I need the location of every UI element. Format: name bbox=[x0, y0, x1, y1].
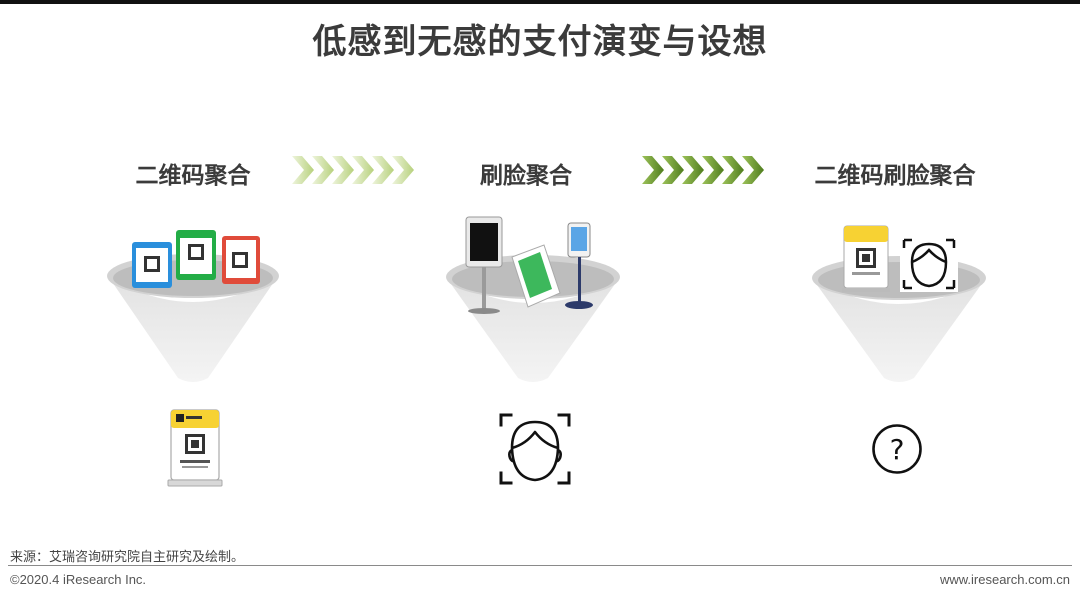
funnel-icon-qr bbox=[107, 230, 279, 382]
source-note: 来源：艾瑞咨询研究院自主研究及绘制。 bbox=[10, 550, 245, 565]
stage-label-qr-aggregation: 二维码聚合 bbox=[135, 163, 251, 189]
website-link[interactable]: www.iresearch.com.cn bbox=[939, 572, 1070, 587]
qr-stand-icon bbox=[167, 409, 223, 487]
page-title: 低感到无感的支付演变与设想 bbox=[312, 22, 768, 62]
question-mark: ? bbox=[890, 433, 905, 466]
funnel-icon-face bbox=[446, 216, 620, 382]
footer-divider bbox=[8, 565, 1072, 566]
stage-label-face-aggregation: 刷脸聚合 bbox=[480, 163, 572, 189]
face-scan-icon bbox=[499, 413, 571, 485]
question-icon: ? bbox=[871, 423, 923, 475]
stage-label-qr-face-aggregation: 二维码刷脸聚合 bbox=[814, 163, 976, 189]
copyright: ©2020.4 iResearch Inc. bbox=[10, 572, 147, 587]
funnel-icon-qr-face bbox=[812, 225, 986, 382]
chevron-arrow-icon-light bbox=[292, 156, 414, 184]
top-bar bbox=[0, 0, 1080, 4]
chevron-arrow-icon-dark bbox=[642, 156, 764, 184]
